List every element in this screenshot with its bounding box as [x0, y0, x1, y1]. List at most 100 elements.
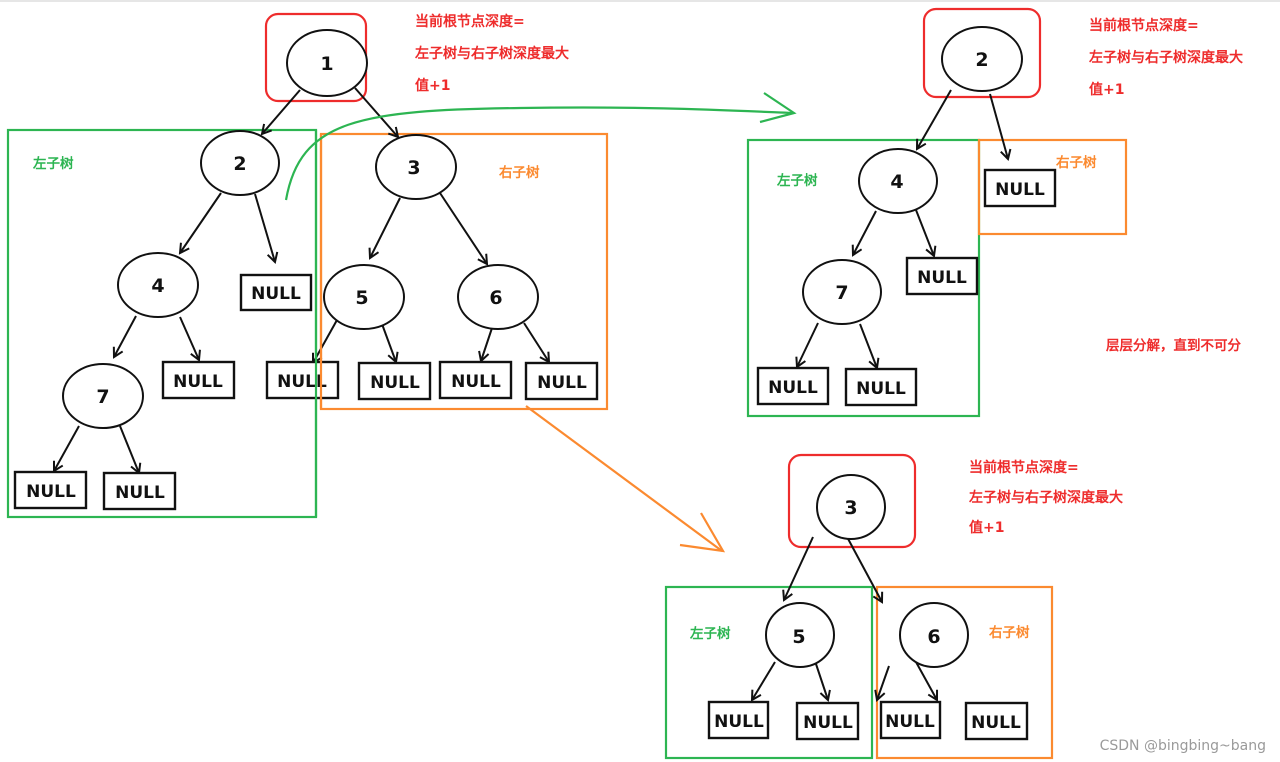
edge-3-5	[370, 197, 401, 258]
node-5-label: 5	[355, 287, 368, 309]
edge-2-4	[180, 192, 222, 253]
null-label: NULL	[803, 713, 853, 733]
null-box: NULL	[438, 360, 513, 400]
node-4: 4	[117, 252, 199, 318]
note-line-1: 当前根节点深度=	[969, 460, 1079, 476]
node-7-label: 7	[96, 386, 109, 408]
edge-2-null	[254, 193, 275, 262]
edge-s4-s7	[853, 210, 877, 255]
null-label: NULL	[917, 268, 967, 288]
orange-diagonal-arrow	[525, 405, 723, 552]
right-subtree-tag-2: 右子树	[1056, 155, 1097, 171]
depth-rule-note-3: 当前根节点深度= 左子树与右子树深度最大 值+1	[969, 453, 1123, 543]
null-label: NULL	[115, 483, 165, 503]
edge-t5-nullR	[815, 663, 828, 700]
null-label: NULL	[173, 372, 223, 392]
green-arrowhead-icon	[759, 92, 797, 124]
edge-t6-nullL	[877, 665, 890, 700]
null-box: NULL	[795, 701, 860, 741]
node-s4-label: 4	[890, 171, 903, 193]
edge-t6-nullR	[915, 661, 937, 700]
null-box: NULL	[102, 471, 177, 511]
left-subtree-tag-2: 左子树	[777, 173, 818, 189]
edge-s4-null	[915, 209, 934, 256]
node-6: 6	[457, 264, 539, 330]
edge-4-null	[179, 316, 199, 360]
null-label: NULL	[885, 712, 935, 732]
null-box: NULL	[756, 366, 830, 406]
node-2-label: 2	[233, 153, 246, 175]
node-t5: 5	[765, 602, 835, 668]
null-box: NULL	[161, 360, 236, 400]
left-subtree-box-main	[6, 128, 318, 519]
node-t6-label: 6	[927, 626, 940, 648]
null-label: NULL	[971, 713, 1021, 733]
left-subtree-box-3	[664, 585, 874, 760]
node-1-label: 1	[320, 53, 333, 75]
note-line-3: 值+1	[415, 78, 451, 94]
node-3: 3	[375, 134, 457, 200]
top-border	[0, 0, 1280, 2]
note-line-2: 左子树与右子树深度最大	[1089, 50, 1243, 66]
null-box: NULL	[905, 256, 979, 296]
node-t3-label: 3	[844, 497, 857, 519]
node-3-label: 3	[407, 157, 420, 179]
right-subtree-tag-main: 右子树	[499, 165, 540, 181]
edge-t5-nullL	[752, 661, 776, 700]
edge-s2-s4	[917, 89, 952, 149]
null-box: NULL	[265, 360, 340, 400]
null-box: NULL	[964, 701, 1029, 741]
edge-s2-null	[989, 93, 1008, 159]
node-5: 5	[323, 264, 405, 330]
node-t6: 6	[899, 602, 969, 668]
null-box: NULL	[707, 700, 770, 740]
null-box: NULL	[879, 700, 942, 740]
node-t5-label: 5	[792, 626, 805, 648]
note-line-3: 值+1	[969, 520, 1005, 536]
note-line-3: 值+1	[1089, 82, 1125, 98]
depth-rule-note-1: 当前根节点深度= 左子树与右子树深度最大 值+1	[415, 6, 569, 102]
right-subtree-box-2	[977, 138, 1128, 236]
note-line-1: 当前根节点深度=	[1089, 18, 1199, 34]
edge-3-6	[439, 192, 487, 264]
null-box: NULL	[844, 367, 918, 407]
right-subtree-box-3	[875, 585, 1054, 760]
null-label: NULL	[714, 712, 764, 732]
orange-arrowhead-icon	[679, 512, 726, 553]
root-highlight-box-2	[922, 7, 1042, 99]
node-s2: 2	[941, 26, 1023, 92]
note-line-2: 左子树与右子树深度最大	[415, 46, 569, 62]
node-t3: 3	[816, 474, 886, 540]
edge-6-nullR	[523, 322, 549, 362]
null-box: NULL	[524, 361, 599, 401]
node-1: 1	[286, 29, 368, 97]
null-box: NULL	[357, 361, 432, 401]
node-2: 2	[200, 130, 280, 196]
edge-s7-nullL	[797, 322, 819, 367]
left-subtree-tag-main: 左子树	[33, 156, 74, 172]
decompose-note: 层层分解，直到不可分	[1106, 338, 1241, 354]
edge-s7-nullR	[859, 323, 877, 368]
null-label: NULL	[995, 180, 1045, 200]
note-line-2: 左子树与右子树深度最大	[969, 490, 1123, 506]
left-subtree-box-2	[746, 138, 981, 418]
edge-6-nullL	[481, 324, 494, 361]
node-s2-label: 2	[975, 49, 988, 71]
node-s4: 4	[858, 148, 938, 214]
edge-t3-t6	[845, 534, 882, 602]
green-curved-arrow	[284, 106, 793, 201]
note-line-1: 当前根节点深度=	[415, 14, 525, 30]
null-label: NULL	[26, 482, 76, 502]
watermark: CSDN @bingbing~bang	[1099, 738, 1266, 754]
node-s7: 7	[802, 259, 882, 325]
edge-t3-t5	[784, 536, 814, 600]
node-6-label: 6	[489, 287, 502, 309]
edge-7-nullL	[54, 425, 80, 471]
null-label: NULL	[768, 378, 818, 398]
null-label: NULL	[856, 379, 906, 399]
left-subtree-tag-3: 左子树	[690, 626, 731, 642]
null-box: NULL	[13, 470, 88, 510]
null-box: NULL	[239, 273, 313, 312]
edge-7-nullR	[119, 425, 139, 473]
